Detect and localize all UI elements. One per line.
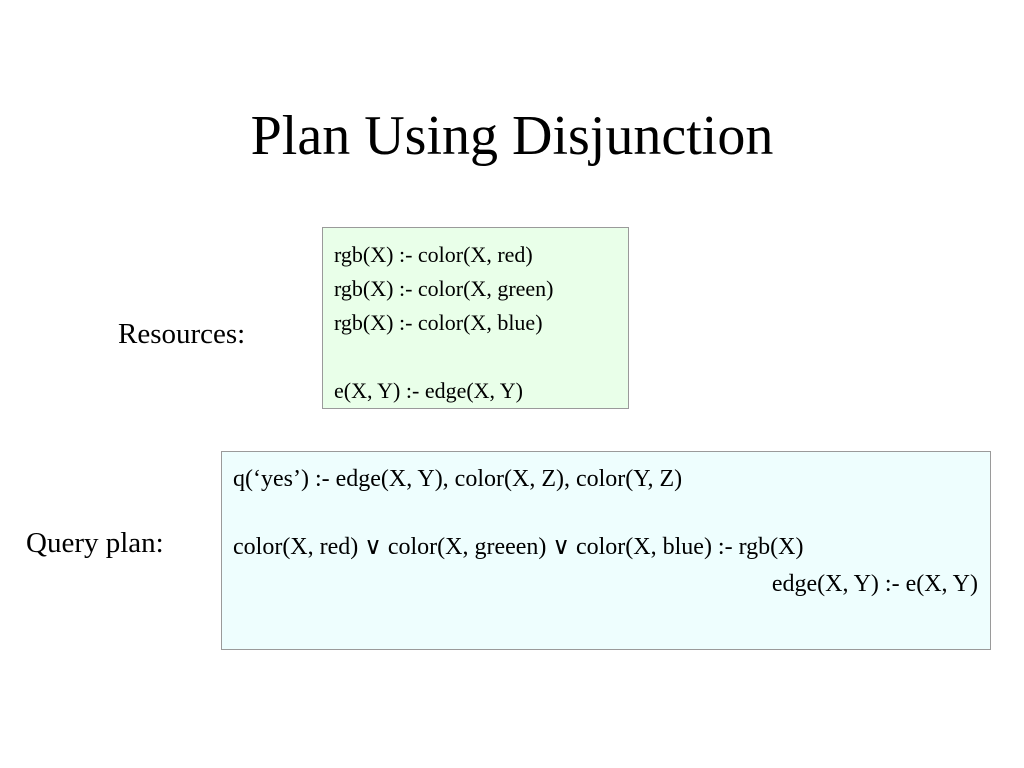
slide-title: Plan Using Disjunction (250, 105, 774, 167)
resource-rule: rgb(X) :- color(X, green) (334, 276, 554, 301)
resource-rule: rgb(X) :- color(X, red) (334, 242, 533, 267)
spacer (334, 340, 618, 374)
query-rule: color(X, red) ∨ color(X, greeen) ∨ color… (233, 534, 804, 560)
query-rule: edge(X, Y) :- e(X, Y) (771, 571, 978, 597)
resources-box: rgb(X) :- color(X, red) rgb(X) :- color(… (322, 227, 629, 409)
spacer (233, 498, 978, 529)
resources-label: Resources: (118, 318, 246, 350)
resource-rule: e(X, Y) :- edge(X, Y) (334, 378, 523, 403)
query-rule: q(‘yes’) :- edge(X, Y), color(X, Z), col… (233, 466, 683, 492)
query-plan-label: Query plan: (26, 527, 164, 559)
resource-rule: rgb(X) :- color(X, blue) (334, 310, 543, 335)
query-plan-box: q(‘yes’) :- edge(X, Y), color(X, Z), col… (221, 451, 991, 650)
